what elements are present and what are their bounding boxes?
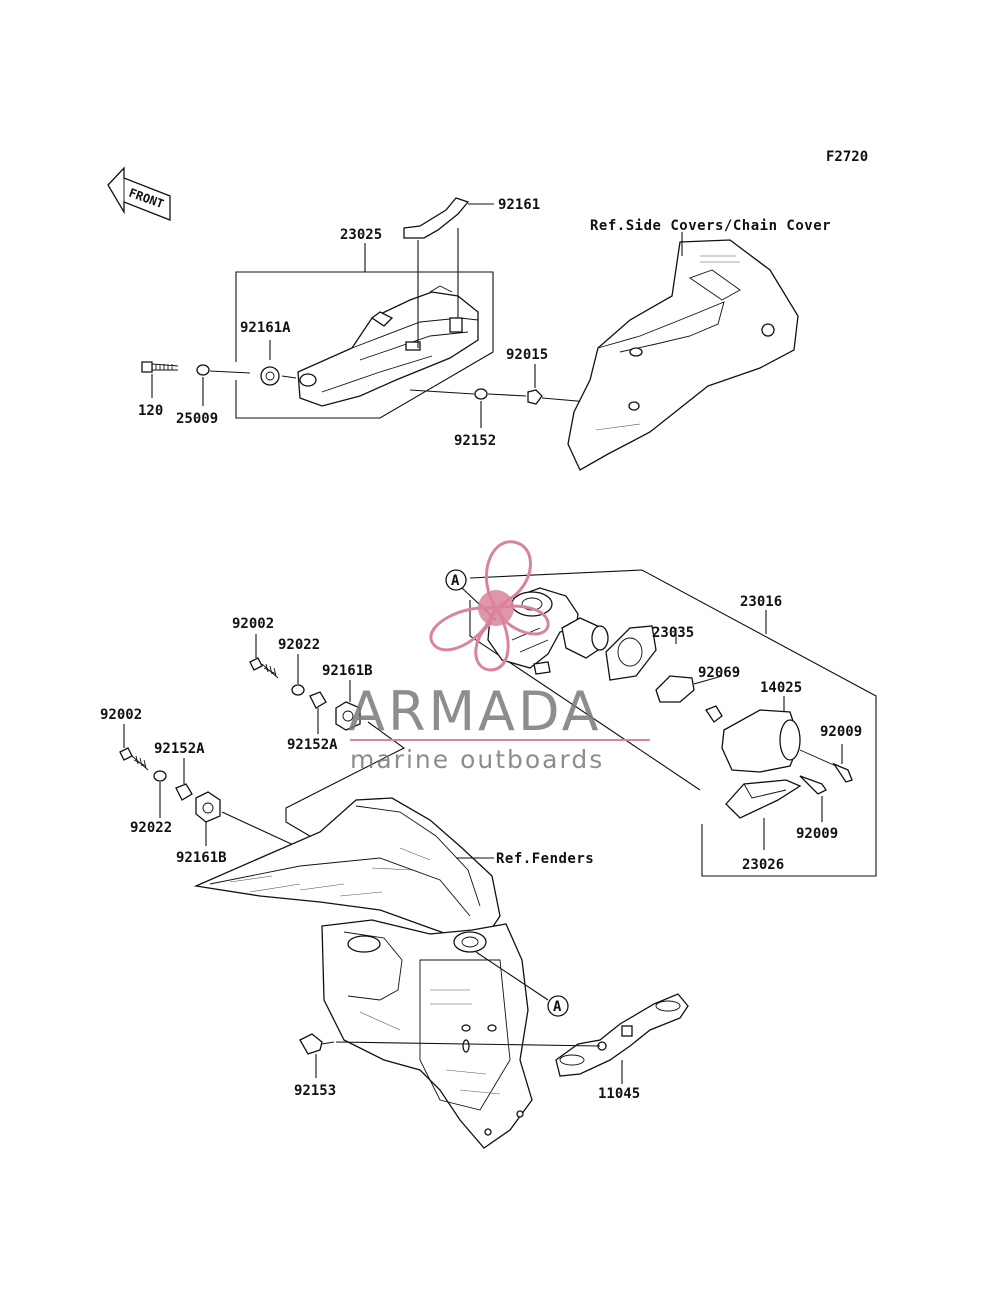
part-label: 23035 xyxy=(652,625,694,641)
license-bracket xyxy=(299,993,689,1084)
part-label: 14025 xyxy=(760,680,802,696)
part-label: 92015 xyxy=(506,347,548,363)
part-label: 120 xyxy=(138,403,163,419)
fender-fasteners xyxy=(119,634,406,849)
part-label: 23025 xyxy=(340,227,382,243)
rear-fender-reference xyxy=(193,797,533,1149)
front-arrow-icon: FRONT xyxy=(107,166,171,221)
part-label: 11045 xyxy=(598,1086,640,1102)
part-label: 92009 xyxy=(820,724,862,740)
part-label: 92069 xyxy=(698,665,740,681)
ref-side-covers: Ref.Side Covers/Chain Cover xyxy=(590,218,831,234)
watermark-brand: ARMADA xyxy=(348,680,602,743)
part-label: 92002 xyxy=(232,616,274,632)
ref-fenders: Ref.Fenders xyxy=(496,851,594,867)
part-label: 92161A xyxy=(240,320,291,336)
part-label: 92161 xyxy=(498,197,540,213)
part-label: 92161B xyxy=(176,850,227,866)
part-label: 23026 xyxy=(742,857,784,873)
svg-text:A: A xyxy=(451,573,460,589)
side-cover-reference xyxy=(567,232,799,471)
armada-watermark: ARMADA marine outboards xyxy=(348,540,650,774)
callout-a-bottom: A xyxy=(475,951,569,1017)
part-labels: 92161 23025 92161A 120 25009 92015 92152… xyxy=(100,197,862,1102)
part-label: 92161B xyxy=(322,663,373,679)
part-label: 25009 xyxy=(176,411,218,427)
part-label: 92022 xyxy=(278,637,320,653)
watermark-tagline: marine outboards xyxy=(350,745,604,774)
part-label: 92022 xyxy=(130,820,172,836)
figure-code: F2720 xyxy=(826,149,868,165)
part-label: 92152A xyxy=(287,737,338,753)
propeller-logo-icon xyxy=(429,540,550,672)
part-label: 92152A xyxy=(154,741,205,757)
part-label: 23016 xyxy=(740,594,782,610)
svg-text:A: A xyxy=(553,999,562,1015)
turn-signal-assembly xyxy=(141,197,613,428)
part-label: 92153 xyxy=(294,1083,336,1099)
part-label: 92152 xyxy=(454,433,496,449)
part-label: 92009 xyxy=(796,826,838,842)
part-label: 92002 xyxy=(100,707,142,723)
